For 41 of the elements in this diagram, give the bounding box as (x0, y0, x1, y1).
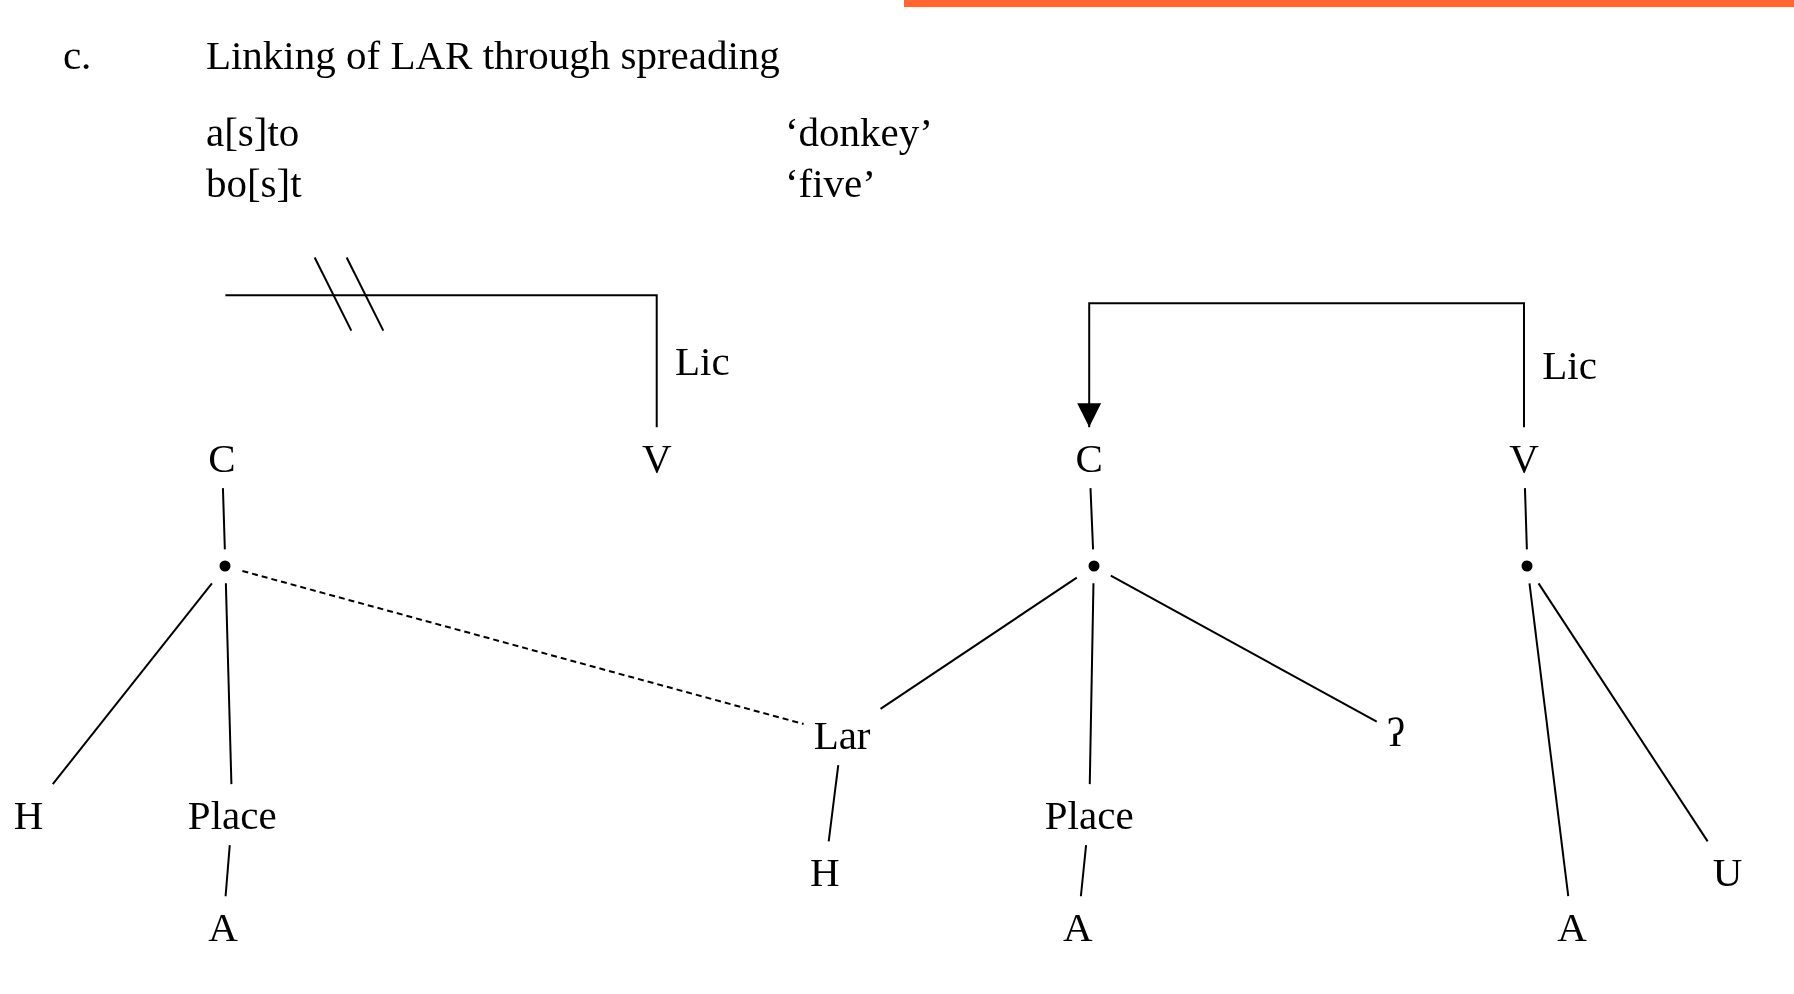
branch-line (1523, 487, 1528, 551)
tier-label: V (1509, 437, 1539, 479)
example-word: ‘donkey’ (784, 111, 933, 153)
branch-line (224, 582, 233, 786)
branch-line (51, 582, 213, 786)
licensing-arrow (1077, 302, 1525, 429)
licensing-line (224, 294, 658, 429)
branch-line (879, 576, 1078, 710)
tier-label: V (641, 437, 672, 479)
example-word: a[s]to (205, 111, 300, 153)
tier-label: Lar (813, 714, 871, 756)
tier-label: ʔ (1386, 711, 1405, 753)
tier-label: A (1062, 906, 1093, 948)
tier-label: U (1712, 851, 1743, 893)
title: Linking of LAR through spreading (205, 34, 780, 76)
example-letter: c. (62, 34, 92, 76)
branch-line (1109, 574, 1378, 723)
tier-label: H (13, 794, 44, 836)
example-word: bo[s]t (205, 162, 302, 204)
root-dot (1520, 559, 1535, 574)
branch-line (1079, 844, 1088, 898)
edge-label: Lic (1542, 344, 1597, 386)
branch-line (221, 487, 226, 551)
tier-label: Place (1044, 794, 1134, 836)
tier-label: C (208, 437, 236, 479)
tier-label: H (810, 851, 840, 893)
edge-label: Lic (675, 340, 730, 382)
example-word: ‘five’ (784, 162, 876, 204)
branch-line (241, 570, 805, 726)
tier-label: A (1557, 906, 1587, 948)
tier-label: A (208, 906, 238, 948)
branch-line (827, 764, 840, 843)
root-dot (1086, 559, 1101, 574)
branch-line (224, 844, 231, 898)
root-dot (218, 559, 233, 574)
tier-label: C (1075, 437, 1103, 479)
tier-label: Place (187, 794, 277, 836)
branch-line (1537, 582, 1709, 843)
branch-line (1528, 582, 1570, 898)
branch-line (1088, 582, 1095, 786)
branch-line (1089, 487, 1095, 551)
